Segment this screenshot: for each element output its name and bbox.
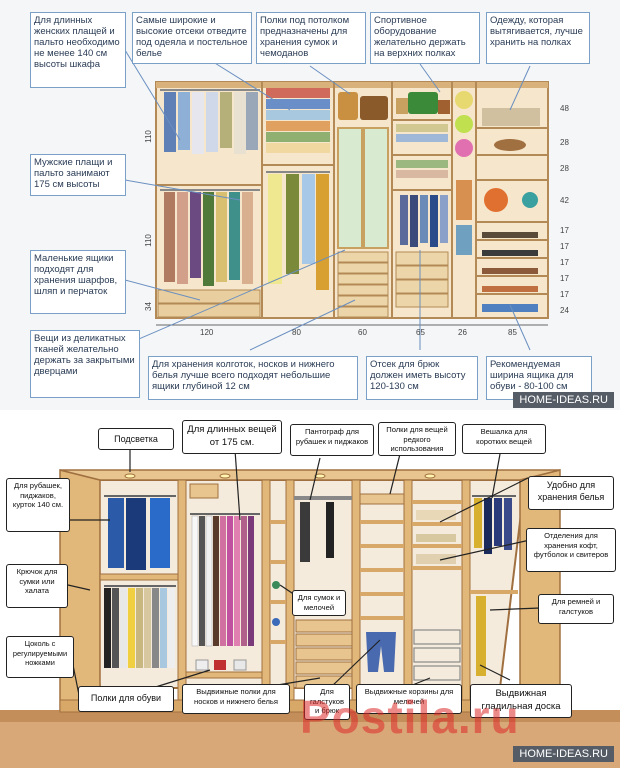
top-trousers — [400, 195, 448, 247]
bottom-jeans — [366, 632, 396, 672]
dim-80: 80 — [292, 328, 301, 337]
top-label-shelves-ceiling: Полки под потолком предназначены для хра… — [256, 12, 366, 64]
dim-right-17e: 17 — [560, 290, 569, 299]
bottom-label-ironing: Выдвижная гладильная доска — [470, 684, 572, 718]
top-label-small-drawers: Маленькие ящики подходят для хранения ша… — [30, 250, 126, 314]
bottom-label-sweaters: Отделения для хранения кофт, футболок и … — [526, 528, 616, 572]
dim-left-34: 34 — [143, 302, 153, 311]
top-label-wide-compartments: Самые широкие и высокие отсеки отведите … — [132, 12, 252, 64]
floor — [0, 710, 620, 768]
dim-right-24: 24 — [560, 306, 569, 315]
top-upper-garments — [164, 92, 258, 154]
bottom-label-shoe-shelves: Полки для обуви — [78, 686, 174, 712]
bottom-diagram-panel: Подсветка Для длинных вещей от 175 см. П… — [0, 410, 620, 768]
bottom-label-short-hanger: Вешалка для коротких вещей — [462, 424, 546, 454]
bottom-colored-shirts — [104, 588, 175, 668]
bottom-label-sock-drawers: Выдвижные полки для носков и нижнего бел… — [182, 684, 290, 714]
dim-right-17d: 17 — [560, 274, 569, 283]
bottom-label-lighting: Подсветка — [98, 428, 174, 450]
dim-85: 85 — [508, 328, 517, 337]
bottom-label-rare-items: Полки для вещей редкого использования — [378, 422, 456, 456]
bottom-label-long-clothes: Для длинных вещей от 175 см. — [182, 420, 282, 454]
bottom-label-plinth: Цоколь с регулируемыми ножками — [6, 636, 74, 678]
dim-26: 26 — [458, 328, 467, 337]
top-label-trousers: Отсек для брюк должен иметь высоту 120-1… — [366, 356, 478, 400]
bottom-label-bags: Для сумок и мелочей — [292, 590, 346, 616]
watermark-top: HOME-IDEAS.RU — [513, 392, 614, 408]
top-shelf-band — [156, 82, 548, 88]
dim-left-110a: 110 — [143, 130, 153, 143]
bottom-label-baskets: Выдвижные корзины для мелочей — [356, 684, 462, 714]
bottom-shoes — [195, 659, 247, 671]
top-label-delicate: Вещи из деликатных тканей желательно дер… — [30, 330, 140, 398]
dim-60: 60 — [358, 328, 367, 337]
dim-right-42: 42 — [560, 196, 569, 205]
top-bags — [338, 92, 388, 120]
dim-right-17a: 17 — [560, 226, 569, 235]
top-suitcases — [396, 92, 450, 114]
bottom-label-ties: Для галстуков и брюк — [304, 684, 350, 720]
bottom-label-pantograph: Пантограф для рубашек и пиджаков — [290, 424, 374, 456]
dim-right-28b: 28 — [560, 164, 569, 173]
bottom-label-underwear: Удобно для хранения белья — [528, 476, 614, 510]
watermark-bottom: HOME-IDEAS.RU — [513, 746, 614, 762]
top-blankets — [266, 88, 330, 153]
dim-right-48: 48 — [560, 104, 569, 113]
bottom-label-hook: Крючок для сумки или халата — [6, 564, 68, 608]
bottom-label-shirts-jackets: Для рубашек, пиджаков, курток 140 см. — [6, 478, 70, 532]
top-shoe-shelves — [476, 108, 548, 312]
lighting-spots — [124, 473, 436, 479]
bottom-blue-jackets — [108, 498, 170, 570]
top-small-drawers — [337, 251, 389, 318]
bottom-long-dresses — [191, 515, 254, 647]
bottom-label-belts: Для ремней и галстуков — [538, 594, 614, 624]
top-label-sport-equipment: Спортивное оборудование желательно держа… — [370, 12, 480, 64]
bottom-baskets — [413, 629, 461, 681]
bottom-short-items — [474, 498, 512, 554]
top-label-stretch-clothes: Одежду, которая вытягивается, лучше хран… — [486, 12, 590, 64]
dim-65: 65 — [416, 328, 425, 337]
top-long-coats — [268, 174, 329, 290]
top-wardrobe-drawing — [124, 49, 549, 351]
dim-120: 120 — [200, 328, 214, 337]
bottom-drawers — [295, 619, 353, 689]
dim-right-17c: 17 — [560, 258, 569, 267]
top-pointer-lines — [124, 49, 531, 351]
dim-right-17b: 17 — [560, 242, 569, 251]
top-label-men-coats: Мужские плащи и пальто занимают 175 см в… — [30, 154, 126, 196]
top-label-tights: Для хранения колготок, носков и нижнего … — [148, 356, 358, 400]
dim-left-110b: 110 — [143, 234, 153, 247]
top-label-women-coats: Для длинных женских плащей и пальто необ… — [30, 12, 126, 88]
top-lower-garments — [164, 192, 253, 286]
dim-right-28a: 28 — [560, 138, 569, 147]
top-diagram-panel: Для длинных женских плащей и пальто необ… — [0, 0, 620, 410]
watermark-postila: Postila.ru — [300, 691, 520, 743]
